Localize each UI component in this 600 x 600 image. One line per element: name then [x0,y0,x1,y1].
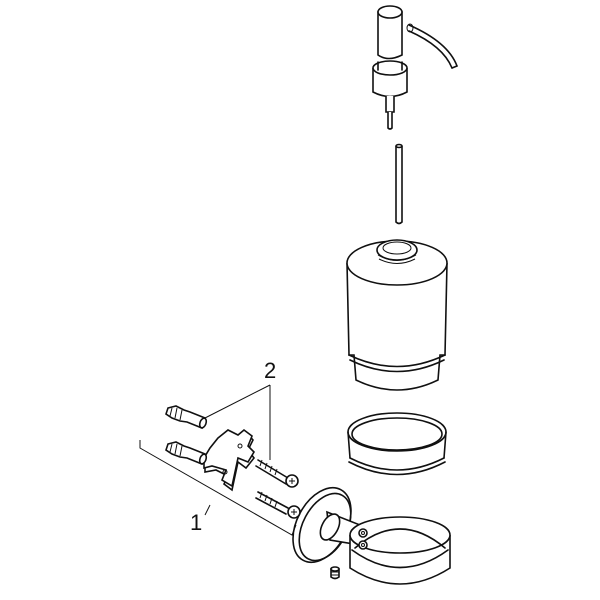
dispenser-bottle [346,239,448,391]
screws [255,459,301,519]
callout-2-leaders [204,384,271,460]
dip-tube [395,143,403,225]
pump-head [372,5,458,130]
callout-1-bracket [139,440,297,536]
wall-plugs [165,405,208,466]
callout-2-label: 2 [264,358,277,383]
wall-bracket [292,486,361,564]
sleeve-ring [347,412,447,476]
mounting-plate [203,428,256,492]
callout-1-label: 1 [190,510,203,535]
set-screw [330,566,340,580]
holder-ring [349,516,451,585]
